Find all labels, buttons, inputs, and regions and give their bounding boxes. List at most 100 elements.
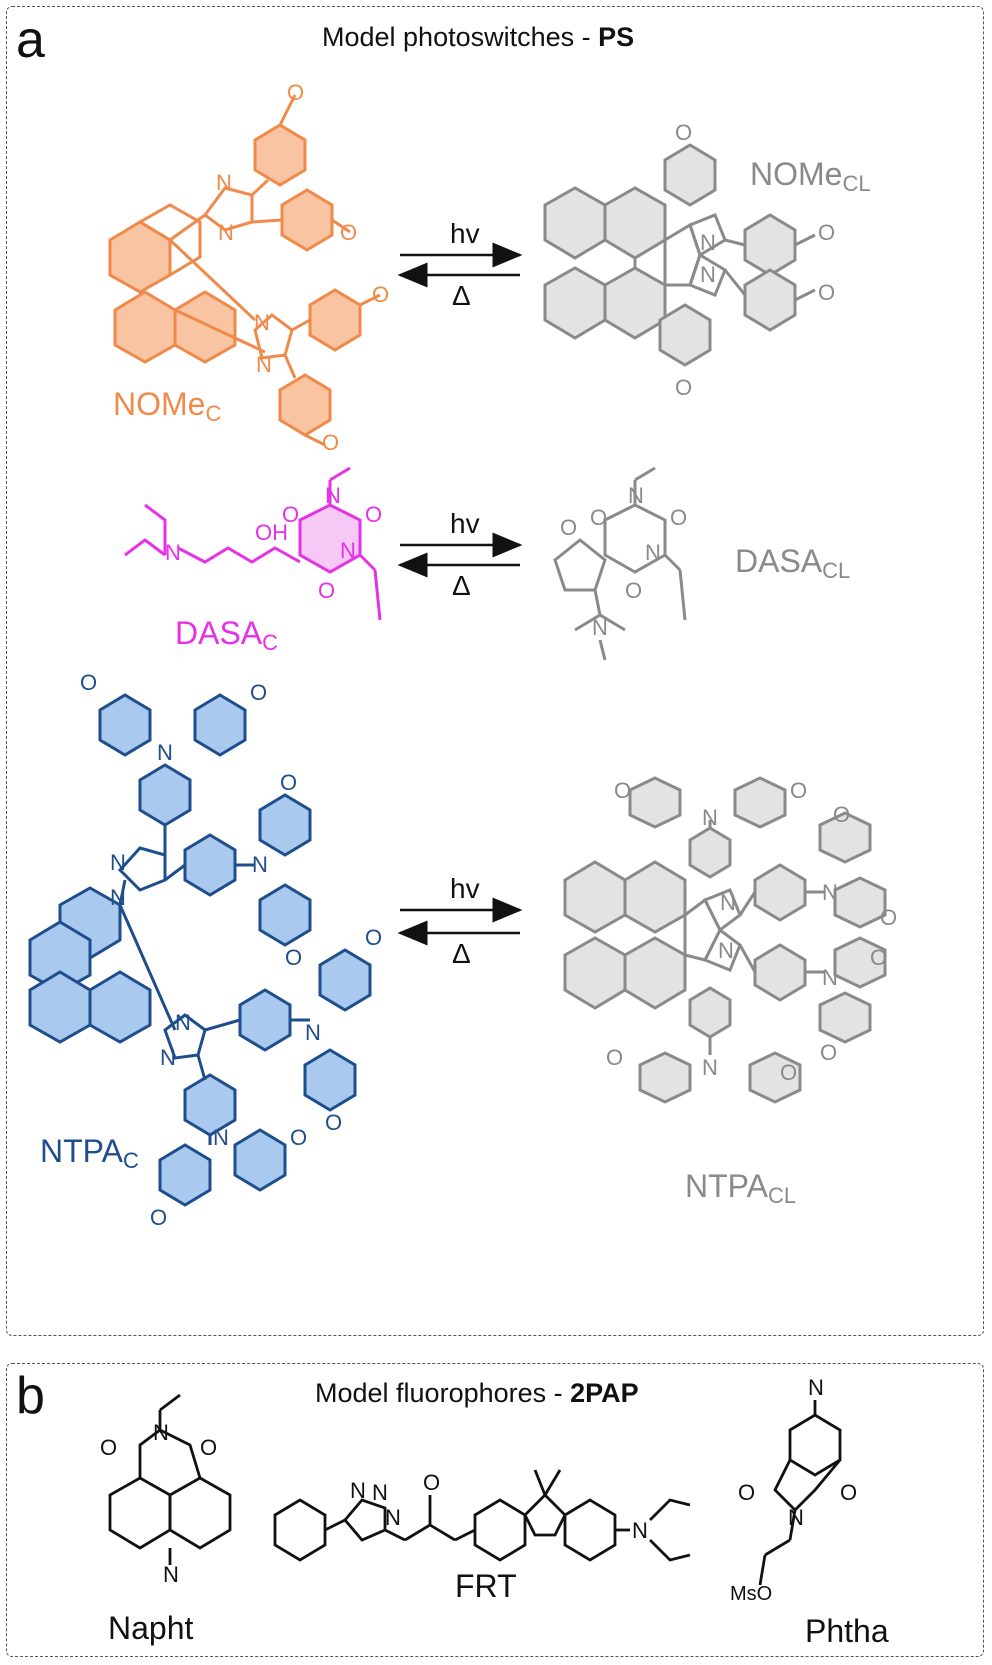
svg-text:N: N	[788, 1505, 804, 1530]
svg-text:O: O	[818, 280, 835, 305]
nome-closed-sub: C	[205, 401, 222, 426]
ntpa-open-name: NTPACL	[685, 1170, 796, 1207]
nome-closed-text: NOMe	[113, 386, 206, 422]
svg-text:N: N	[213, 1125, 229, 1150]
svg-text:N: N	[165, 540, 181, 565]
svg-text:N: N	[305, 1020, 321, 1045]
svg-text:O: O	[318, 578, 335, 603]
svg-text:N: N	[702, 805, 718, 830]
svg-text:O: O	[287, 80, 304, 105]
row2-forward-label: hv	[450, 508, 480, 539]
panel-b-title-bold: 2PAP	[570, 1378, 639, 1408]
svg-text:O: O	[625, 578, 642, 603]
ntpa-open-text: NTPA	[685, 1168, 768, 1204]
panel-a-title-text: Model photoswitches -	[322, 22, 599, 52]
row2-back-label: Δ	[452, 570, 471, 601]
nome-open-atoms: NN O O O O	[675, 120, 835, 400]
svg-text:O: O	[282, 502, 299, 527]
svg-text:N: N	[628, 483, 644, 508]
frt-name: FRT	[455, 1568, 517, 1604]
svg-text:N: N	[175, 1010, 191, 1035]
dasa-closed-text: DASA	[175, 615, 263, 651]
nome-open-sub: CL	[842, 171, 871, 196]
svg-text:O: O	[833, 802, 850, 827]
svg-text:N: N	[808, 1375, 824, 1400]
panel-a-frame	[6, 6, 984, 1336]
svg-text:O: O	[840, 1480, 857, 1505]
svg-text:N: N	[718, 938, 734, 963]
svg-text:N: N	[160, 1045, 176, 1070]
svg-text:N: N	[822, 965, 838, 990]
svg-text:O: O	[675, 120, 692, 145]
ntpa-closed-name: NTPAC	[40, 1135, 139, 1172]
panel-a-label: a	[16, 11, 45, 69]
svg-text:O: O	[100, 1435, 117, 1460]
svg-text:N: N	[218, 220, 234, 245]
row1-back-label: Δ	[452, 280, 471, 311]
row3-back-label: Δ	[452, 938, 471, 969]
svg-text:O: O	[325, 1110, 342, 1135]
svg-text:N: N	[645, 540, 661, 565]
svg-text:O: O	[290, 1125, 307, 1150]
svg-text:O: O	[372, 282, 389, 307]
svg-text:N: N	[822, 880, 838, 905]
row2-arrows	[397, 532, 523, 578]
napht-name: Napht	[108, 1610, 194, 1646]
phtha-atoms: N O N O MsO	[730, 1375, 857, 1605]
svg-text:N: N	[256, 352, 272, 377]
svg-text:O: O	[818, 220, 835, 245]
svg-text:N: N	[254, 310, 270, 335]
dasa-closed-atoms: NOH ON ON O	[165, 483, 382, 603]
svg-text:N: N	[157, 740, 173, 765]
svg-text:O: O	[423, 1470, 440, 1495]
svg-text:N: N	[110, 885, 126, 910]
svg-text:N: N	[350, 1478, 366, 1503]
ms-label: MsO	[730, 1583, 772, 1605]
svg-text:O: O	[80, 670, 97, 695]
svg-text:N: N	[340, 538, 356, 563]
dasa-open-structure	[553, 466, 687, 661]
svg-text:N: N	[702, 1055, 718, 1080]
dasa-closed-sub: C	[262, 630, 279, 655]
row1-arrows	[397, 242, 523, 288]
svg-text:O: O	[670, 505, 687, 530]
napht-structure	[108, 1393, 232, 1565]
svg-text:N: N	[632, 1518, 648, 1543]
dasa-closed-structure	[124, 466, 382, 621]
phtha-name: Phtha	[805, 1613, 889, 1649]
dasa-open-sub: CL	[822, 558, 851, 583]
svg-text:O: O	[150, 1205, 167, 1230]
svg-text:N: N	[325, 483, 341, 508]
svg-text:O: O	[606, 1045, 623, 1070]
dasa-closed-name: DASAC	[175, 617, 278, 654]
svg-text:O: O	[675, 375, 692, 400]
svg-text:O: O	[365, 925, 382, 950]
panel-b-label: b	[16, 1367, 45, 1425]
svg-text:O: O	[560, 515, 577, 540]
svg-text:N: N	[720, 890, 736, 915]
row1-forward-label: hv	[450, 218, 480, 249]
ntpa-closed-sub: C	[122, 1148, 139, 1173]
nome-closed-atoms: NN NN OO OO	[216, 80, 389, 455]
svg-text:O: O	[365, 502, 382, 527]
svg-text:N: N	[385, 1505, 401, 1530]
svg-text:N: N	[592, 615, 608, 640]
svg-text:O: O	[820, 1040, 837, 1065]
row3-forward-label: hv	[450, 873, 480, 904]
svg-text:O: O	[200, 1435, 217, 1460]
svg-text:O: O	[614, 778, 631, 803]
nome-closed-structure	[108, 94, 381, 447]
svg-text:N: N	[700, 230, 716, 255]
panel-b-title: Model fluorophores - 2PAP	[315, 1378, 639, 1409]
svg-text:O: O	[880, 905, 897, 930]
svg-text:N: N	[700, 262, 716, 287]
dasa-open-text: DASA	[735, 543, 823, 579]
svg-text:N: N	[153, 1420, 169, 1445]
nome-open-name: NOMeCL	[750, 158, 871, 195]
svg-text:O: O	[738, 1480, 755, 1505]
ntpa-open-structure	[563, 776, 887, 1104]
